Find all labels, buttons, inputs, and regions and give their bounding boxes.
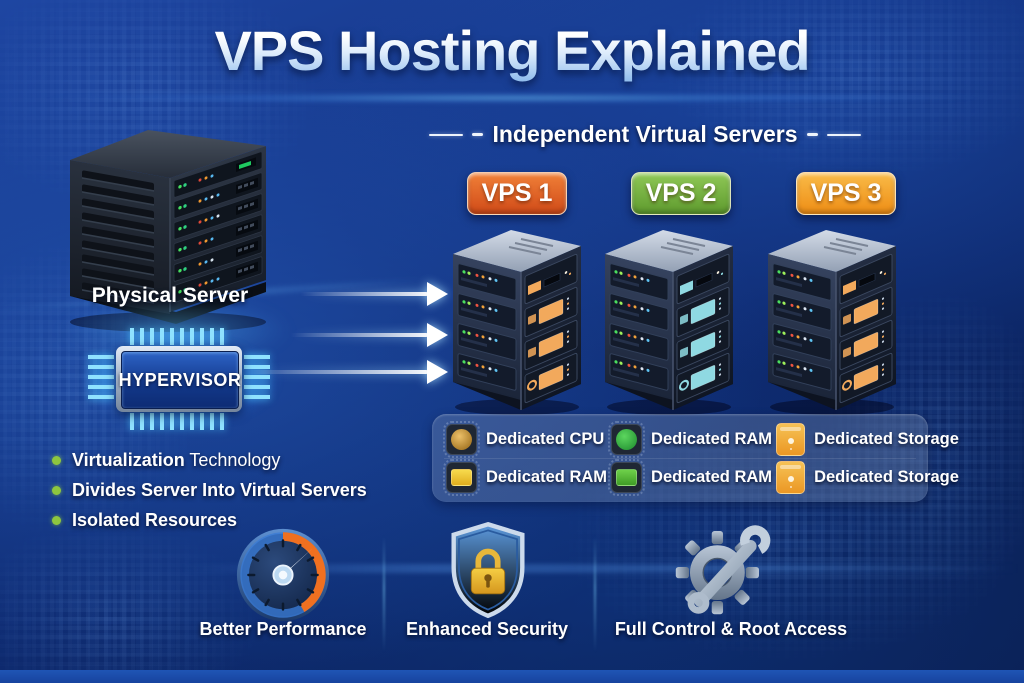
vps-3-badge: VPS 3 — [796, 172, 896, 215]
header-line-right — [826, 133, 861, 136]
bullet-dot — [52, 455, 61, 465]
speedometer-icon — [236, 528, 330, 622]
pixel-mosaic-texture — [0, 520, 260, 683]
title-glow-streak — [40, 92, 984, 104]
bullet-text: Divides Server Into Virtual Servers — [72, 479, 367, 500]
legend-item: Dedicated Storage — [772, 458, 959, 496]
feature-divider — [383, 536, 385, 652]
storage-drive-icon — [776, 422, 806, 456]
physical-server-label: Physical Server — [91, 284, 249, 307]
ram-chip-yellow-icon — [443, 458, 480, 496]
chip-pins-right — [244, 355, 270, 403]
ram-chip-green-icon — [608, 458, 646, 496]
feature-divider — [594, 536, 596, 652]
vps-3-server-illustration — [756, 220, 906, 416]
arrow-to-vps1 — [300, 282, 448, 306]
chip-pins-left — [88, 355, 114, 403]
virtual-servers-title: Independent Virtual Servers — [492, 121, 798, 147]
bullet-isolated-resources: Isolated Resources — [52, 505, 382, 535]
bullet-text: Virtualization Technology — [72, 449, 281, 470]
legend-item: Dedicated RAM — [607, 420, 772, 458]
vps-1-server-illustration — [441, 220, 591, 416]
physical-server-illustration — [70, 130, 266, 332]
legend-item: Dedicated RAM — [607, 458, 772, 496]
page-title: VPS Hosting Explained — [0, 18, 1024, 83]
legend-item: Dedicated RAM — [442, 458, 607, 496]
better-performance-label: Better Performance — [199, 619, 367, 639]
header-line-left — [429, 133, 464, 136]
legend-item: Dedicated CPU — [442, 420, 607, 458]
header-dash-left — [472, 133, 484, 136]
bullet-divides-server: Divides Server Into Virtual Servers — [52, 475, 382, 505]
virtual-servers-header: Independent Virtual Servers — [420, 121, 870, 148]
chip-pins-top — [130, 328, 230, 345]
vps-2-server-illustration — [593, 220, 743, 416]
legend-panel: Dedicated CPU Dedicated RAM Dedicated St… — [432, 414, 959, 502]
full-control-label: Full Control & Root Access — [614, 619, 848, 639]
enhanced-security-label: Enhanced Security — [405, 619, 569, 639]
shield-lock-icon — [451, 521, 525, 619]
hypervisor-chip: HYPERVISOR — [116, 346, 242, 412]
gear-wrench-icon — [675, 525, 771, 615]
bullet-virtualization: Virtualization Technology — [52, 445, 382, 475]
ram-chip-green-round-icon — [608, 420, 646, 458]
bullet-dot — [52, 485, 61, 495]
hypervisor-label: HYPERVISOR — [118, 369, 242, 390]
feature-bullet-list: Virtualization Technology Divides Server… — [52, 445, 382, 535]
bullet-dot — [52, 515, 61, 525]
bullet-text: Isolated Resources — [72, 509, 238, 530]
vps-2-badge: VPS 2 — [631, 172, 731, 215]
bottom-accent-strip — [0, 670, 1024, 683]
cpu-chip-icon — [443, 420, 480, 458]
legend-item: Dedicated Storage — [772, 420, 959, 458]
arrow-to-vps2 — [290, 323, 448, 347]
header-dash-right — [806, 133, 818, 136]
vps-1-badge: VPS 1 — [467, 172, 567, 215]
arrow-to-vps3 — [245, 360, 448, 384]
hypervisor-chip-face: HYPERVISOR — [118, 351, 242, 409]
chip-pins-bottom — [130, 413, 230, 430]
storage-drive-icon — [776, 460, 806, 494]
